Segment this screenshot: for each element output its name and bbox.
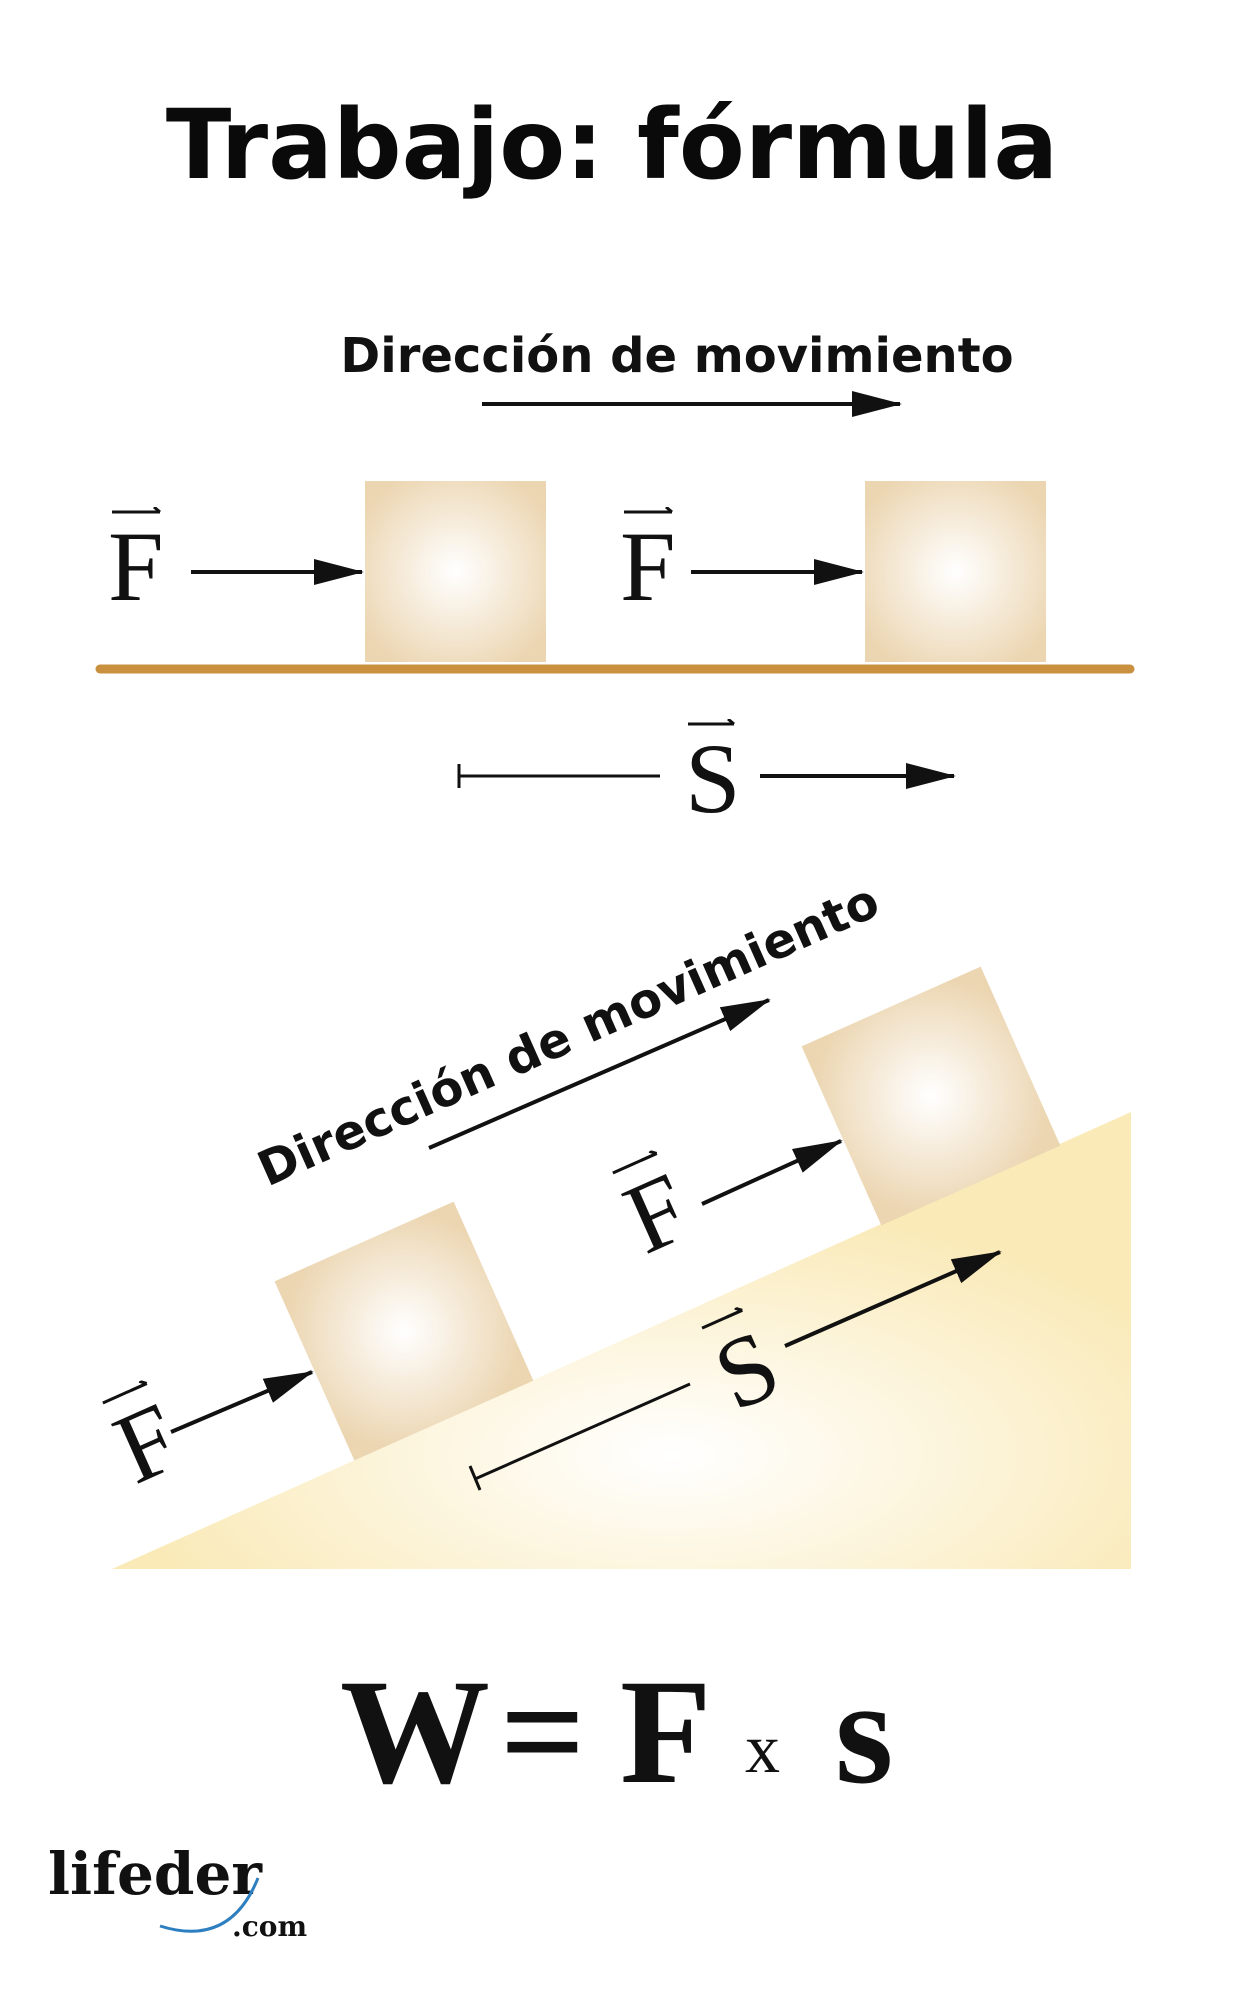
force-vector-2: F: [609, 1151, 705, 1275]
force-vector-2: F: [620, 511, 864, 622]
formula-f: F: [620, 1649, 712, 1815]
logo-name: lifeder: [48, 1840, 263, 1908]
logo-suffix: .com: [232, 1910, 307, 1943]
formula-times: x: [745, 1711, 780, 1788]
vector-arrow-icon: [612, 1153, 658, 1175]
force-arrow: [170, 1370, 314, 1434]
displacement-vector: S: [457, 723, 956, 834]
horizontal-scene: Dirección de movimiento F F S: [95, 328, 1135, 834]
logo-swoosh-icon: [159, 1877, 260, 1933]
incline-scene: Dirección de movimiento F F S: [99, 873, 1131, 1569]
formula-s: s: [835, 1649, 893, 1815]
force-label: F: [620, 511, 676, 622]
block-end: [801, 966, 1061, 1226]
block-start: [365, 481, 546, 662]
direction-label: Dirección de movimiento: [340, 328, 1013, 384]
force-arrow: [701, 1139, 843, 1206]
lifeder-logo: lifeder .com: [48, 1840, 307, 1943]
block-start: [274, 1201, 534, 1461]
block-end: [865, 481, 1046, 662]
direction-arrow: [428, 998, 771, 1150]
displacement-line: [474, 1382, 691, 1481]
direction-label: Dirección de movimiento: [250, 873, 888, 1198]
page-title: Trabajo: fórmula: [166, 89, 1058, 201]
force-vector-1: F: [108, 511, 364, 622]
vector-arrow-icon: [701, 1310, 743, 1330]
formula-w: W: [340, 1649, 490, 1815]
displacement-label: S: [685, 723, 741, 834]
force-vector-1: F: [99, 1381, 195, 1505]
vector-arrow-icon: [102, 1383, 148, 1405]
work-formula: W = F x s: [340, 1649, 893, 1815]
displacement-arrow: [784, 1250, 1002, 1348]
force-label: F: [108, 511, 164, 622]
formula-equals: =: [500, 1649, 585, 1815]
